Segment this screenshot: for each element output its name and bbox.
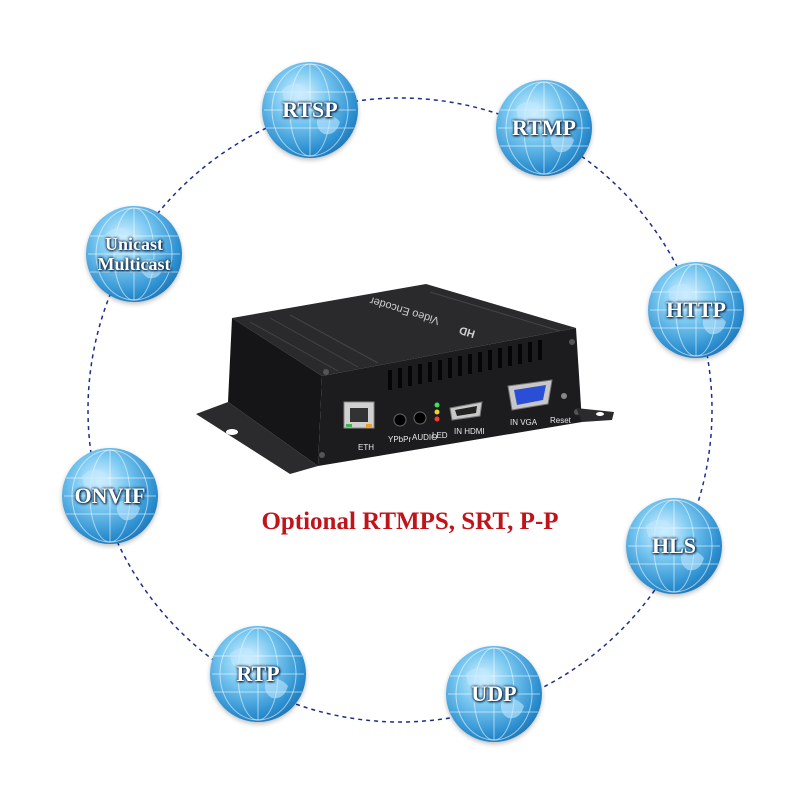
protocol-label: RTSP — [282, 97, 338, 122]
globe-http: HTTP — [648, 262, 744, 358]
globe-rtmp: RTMP — [496, 80, 592, 176]
globe-icon — [212, 627, 304, 721]
globe-unicast-multicast: Unicast Multicast — [86, 206, 182, 302]
vga-label: IN VGA — [510, 418, 538, 427]
device-left-face — [228, 318, 322, 466]
globe-icon — [498, 81, 590, 175]
hdmi-label: IN HDMI — [454, 427, 485, 436]
audio-label: AUDIO — [412, 433, 437, 442]
screw-icon — [323, 369, 329, 375]
eth-label: ETH — [358, 443, 374, 452]
globe-icon — [628, 499, 720, 593]
ypbpr-label: YPbPr — [388, 435, 411, 444]
protocol-label: UDP — [471, 681, 517, 706]
protocol-label: ONVIF — [74, 483, 146, 508]
globe-icon — [64, 449, 156, 543]
globe-hls: HLS — [626, 498, 722, 594]
globe-rtsp: RTSP — [262, 62, 358, 158]
led-yellow-icon — [434, 409, 440, 415]
globe-icon — [88, 207, 180, 301]
protocol-label: Unicast Multicast — [97, 234, 171, 274]
right-flange — [576, 408, 614, 422]
protocol-label: HLS — [651, 533, 697, 558]
led-green-icon — [434, 402, 440, 408]
led-label: LED — [432, 431, 448, 440]
globe-udp: UDP — [446, 646, 542, 742]
globe-onvif: ONVIF — [62, 448, 158, 544]
device-vents — [388, 340, 542, 390]
led-red-icon — [434, 416, 440, 422]
ypbpr-jack-icon — [393, 413, 407, 427]
left-flange — [196, 402, 318, 474]
screw-icon — [319, 452, 325, 458]
device-front-face — [318, 328, 582, 466]
device-top-badge: HD — [458, 323, 477, 339]
globe-icon — [650, 263, 742, 357]
optional-protocols-text: Optional RTMPS, SRT, P-P — [261, 508, 559, 535]
reset-label: Reset — [550, 416, 572, 425]
audio-jack-icon — [413, 411, 427, 425]
reset-button-icon — [561, 393, 567, 399]
globe-rtp: RTP — [210, 626, 306, 722]
globe-icon — [448, 647, 540, 741]
protocol-label: RTMP — [512, 115, 576, 140]
screw-icon — [569, 339, 575, 345]
globe-icon — [264, 63, 356, 157]
device-top-face — [232, 284, 576, 376]
protocol-label: HTTP — [666, 297, 726, 322]
protocol-label: RTP — [236, 661, 280, 686]
